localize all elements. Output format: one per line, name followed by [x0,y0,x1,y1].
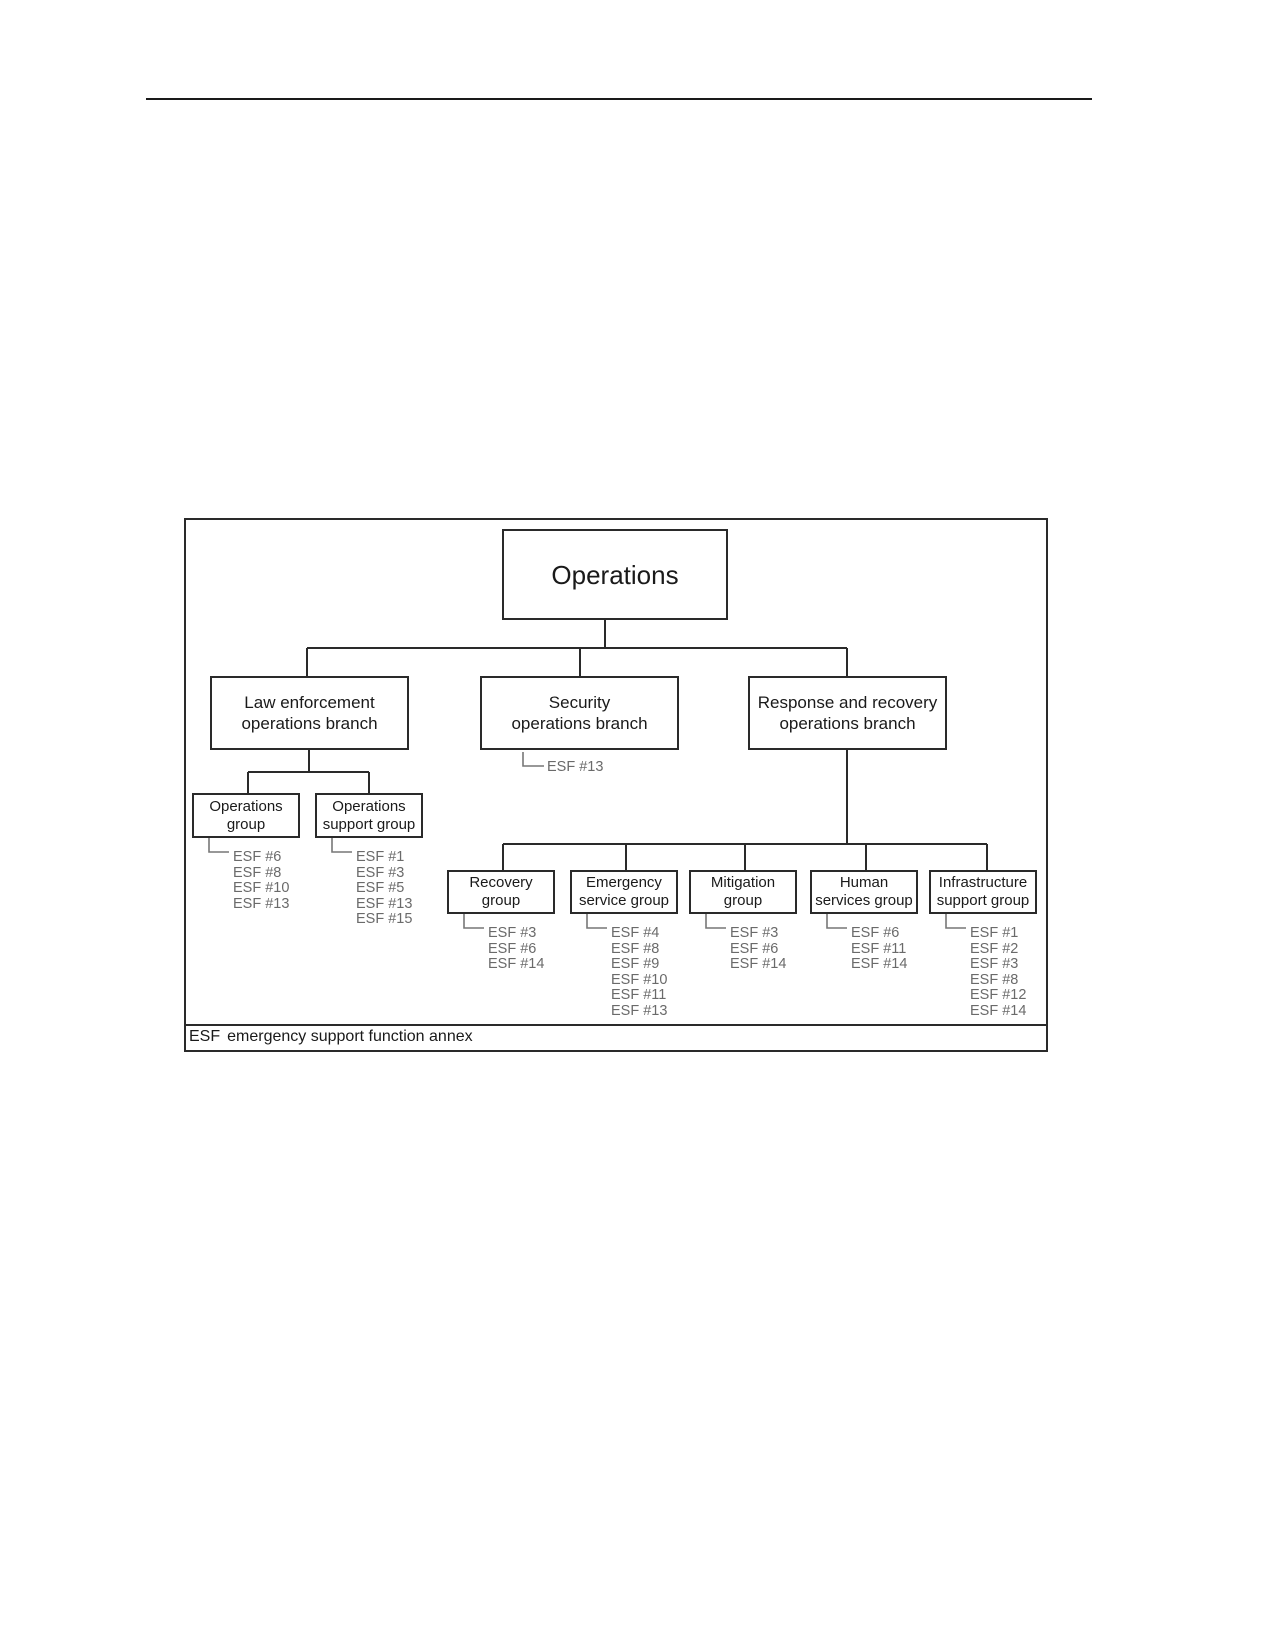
infrastructure-support-group-node: Infrastructure support group [929,870,1037,914]
esf-item: ESF #6 [233,849,282,865]
esf-item: ESF #2 [970,940,1019,957]
page-header-rule [146,98,1092,100]
esf-item: ESF #6 [488,940,537,957]
esf-item: ESF #13 [547,759,604,775]
mitigation-group-esf-list: ESF #3 ESF #6 ESF #14 [730,925,787,973]
infrastructure-support-group-esf-list: ESF #1 ESF #2 ESF #3 ESF #8 ESF #12 ESF … [970,925,1027,1019]
human-services-group-esf-list: ESF #6 ESF #11 ESF #14 [851,925,908,973]
law-enforcement-branch-node: Law enforcement operations branch [210,676,409,750]
response-recovery-branch-label: Response and recovery operations branch [757,693,938,733]
emergency-service-group-esf-list: ESF #4 ESF #8 ESF #9 ESF #10 ESF #11 ESF… [611,925,668,1019]
emergency-service-group-node: Emergency service group [570,870,678,914]
response-recovery-branch-node: Response and recovery operations branch [748,676,947,750]
esf-item: ESF #10 [233,880,290,896]
esf-item: ESF #12 [970,987,1027,1003]
esf-item: ESF #13 [356,895,413,912]
esf-item: ESF #3 [488,925,537,941]
emergency-service-group-label: Emergency service group [578,874,670,909]
operations-support-group-node: Operations support group [315,793,423,838]
security-esf-list: ESF #13 [547,759,604,776]
legend-definition: emergency support function annex [227,1028,473,1045]
esf-item: ESF #3 [730,925,779,941]
recovery-group-esf-list: ESF #3 ESF #6 ESF #14 [488,925,545,973]
operations-group-label: Operations group [209,797,283,833]
operations-group-node: Operations group [192,793,300,838]
esf-item: ESF #1 [356,849,405,865]
recovery-group-label: Recovery group [469,874,533,909]
esf-item: ESF #1 [970,925,1019,941]
legend-abbreviation: ESF [189,1028,221,1045]
esf-item: ESF #13 [611,1002,668,1019]
esf-item: ESF #8 [970,971,1019,988]
operations-support-group-esf-list: ESF #1 ESF #3 ESF #5 ESF #13 ESF #15 [356,849,413,928]
esf-item: ESF #13 [233,895,290,912]
esf-item: ESF #6 [851,925,900,941]
infrastructure-support-group-label: Infrastructure support group [936,874,1030,909]
esf-item: ESF #5 [356,880,405,896]
human-services-group-node: Human services group [810,870,918,914]
esf-item: ESF #15 [356,911,413,927]
esf-item: ESF #8 [611,940,660,957]
operations-node: Operations [502,529,728,620]
mitigation-group-label: Mitigation group [710,874,776,909]
esf-item: ESF #3 [970,956,1019,972]
mitigation-group-node: Mitigation group [689,870,797,914]
esf-item: ESF #11 [611,987,667,1003]
recovery-group-node: Recovery group [447,870,555,914]
esf-item: ESF #6 [730,940,779,957]
figure-legend: ESF emergency support function annex [189,1027,473,1047]
law-enforcement-branch-label: Law enforcement operations branch [241,693,378,733]
esf-item: ESF #9 [611,956,660,972]
security-branch-label: Security operations branch [511,693,648,733]
human-services-group-label: Human services group [815,874,913,909]
esf-item: ESF #14 [488,956,545,972]
security-branch-node: Security operations branch [480,676,679,750]
esf-item: ESF #8 [233,864,282,881]
esf-item: ESF #11 [851,940,907,957]
operations-node-label: Operations [551,559,679,590]
esf-item: ESF #4 [611,925,660,941]
esf-item: ESF #3 [356,864,405,881]
esf-item: ESF #10 [611,971,668,988]
operations-group-esf-list: ESF #6 ESF #8 ESF #10 ESF #13 [233,849,290,912]
operations-support-group-label: Operations support group [322,797,416,833]
esf-item: ESF #14 [851,956,908,972]
esf-item: ESF #14 [730,956,787,972]
esf-item: ESF #14 [970,1002,1027,1019]
